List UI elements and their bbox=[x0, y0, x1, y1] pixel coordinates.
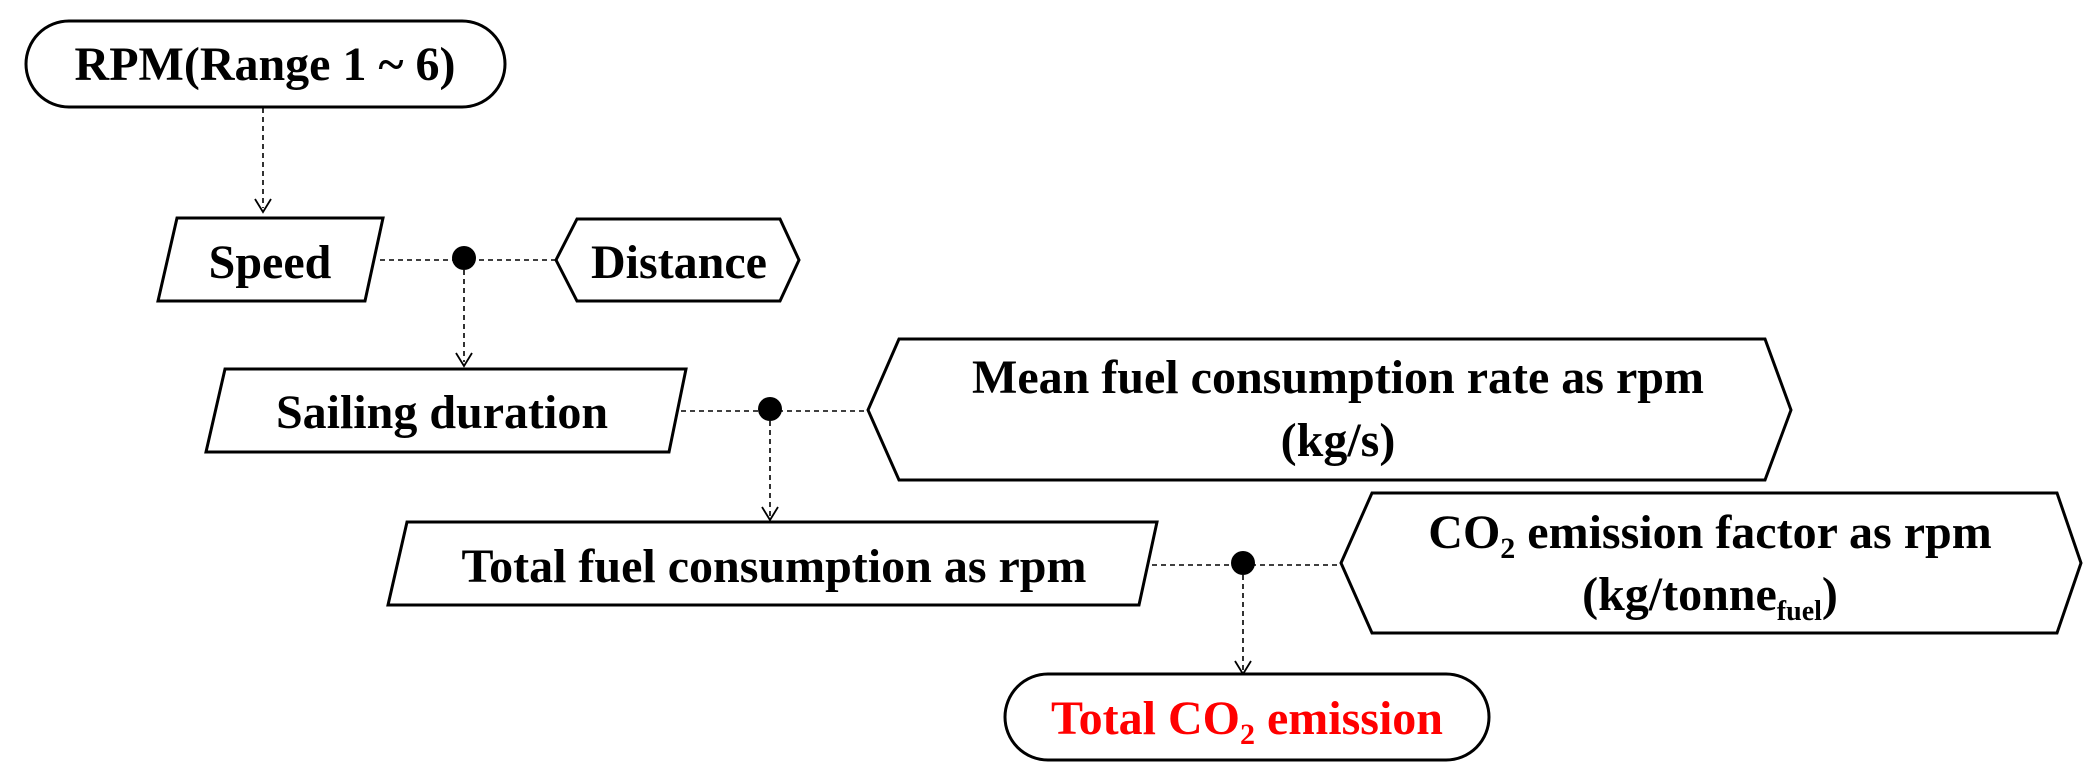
speed-label: Speed bbox=[209, 236, 332, 289]
mean-fuel-label-line1: Mean fuel consumption rate as rpm bbox=[972, 351, 1704, 404]
total-co2-b: emission bbox=[1255, 692, 1443, 745]
co2-factor-label-line1: CO2 emission factor as rpm bbox=[1428, 506, 1991, 565]
node-total-fuel: Total fuel consumption as rpm bbox=[386, 520, 1159, 607]
co2-factor-line1-a: CO bbox=[1428, 506, 1500, 559]
total-co2-sub: 2 bbox=[1240, 718, 1255, 751]
mean-fuel-hexagon-shape bbox=[866, 337, 1793, 482]
co2-factor-hexagon-shape bbox=[1339, 491, 2083, 635]
node-mean-fuel: Mean fuel consumption rate as rpm (kg/s) bbox=[866, 337, 1793, 482]
arrowhead-totalfuel bbox=[761, 506, 779, 522]
total-fuel-parallelogram-shape bbox=[386, 520, 1159, 607]
node-co2-factor: CO2 emission factor as rpm (kg/tonnefuel… bbox=[1339, 491, 2083, 635]
co2-factor-label-line2: (kg/tonnefuel) bbox=[1582, 568, 1838, 627]
junction-dot-2 bbox=[758, 397, 782, 421]
co2-factor-line1-sub: 2 bbox=[1500, 532, 1515, 565]
rpm-label: RPM(Range 1 ~ 6) bbox=[75, 38, 456, 91]
node-distance: Distance bbox=[554, 217, 801, 303]
speed-parallelogram-shape bbox=[156, 216, 385, 303]
distance-hexagon-shape bbox=[554, 217, 801, 303]
sailing-duration-parallelogram-shape bbox=[204, 367, 688, 454]
rpm-terminator-shape bbox=[24, 19, 507, 109]
co2-factor-line1-b: emission factor as rpm bbox=[1515, 506, 1991, 559]
co2-factor-line2-a: (kg/tonne bbox=[1582, 568, 1777, 621]
arrowhead-speed bbox=[254, 198, 272, 214]
node-sailing-duration: Sailing duration bbox=[204, 367, 688, 454]
total-co2-a: Total CO bbox=[1051, 692, 1240, 745]
node-rpm: RPM(Range 1 ~ 6) bbox=[24, 19, 507, 109]
total-co2-terminator-shape bbox=[1003, 672, 1491, 762]
total-co2-label: Total CO2 emission bbox=[1051, 692, 1443, 751]
node-speed: Speed bbox=[156, 216, 385, 303]
mean-fuel-label-line2: (kg/s) bbox=[1281, 414, 1396, 467]
total-fuel-label: Total fuel consumption as rpm bbox=[462, 540, 1087, 593]
co2-factor-line2-b: ) bbox=[1822, 568, 1838, 621]
arrowhead-sailing bbox=[455, 352, 473, 368]
junction-dot-1 bbox=[452, 246, 476, 270]
distance-label: Distance bbox=[591, 236, 767, 289]
sailing-duration-label: Sailing duration bbox=[276, 386, 608, 439]
co2-factor-line2-sub: fuel bbox=[1777, 596, 1822, 627]
junction-dot-3 bbox=[1231, 551, 1255, 575]
node-total-co2: Total CO2 emission bbox=[1003, 672, 1491, 762]
